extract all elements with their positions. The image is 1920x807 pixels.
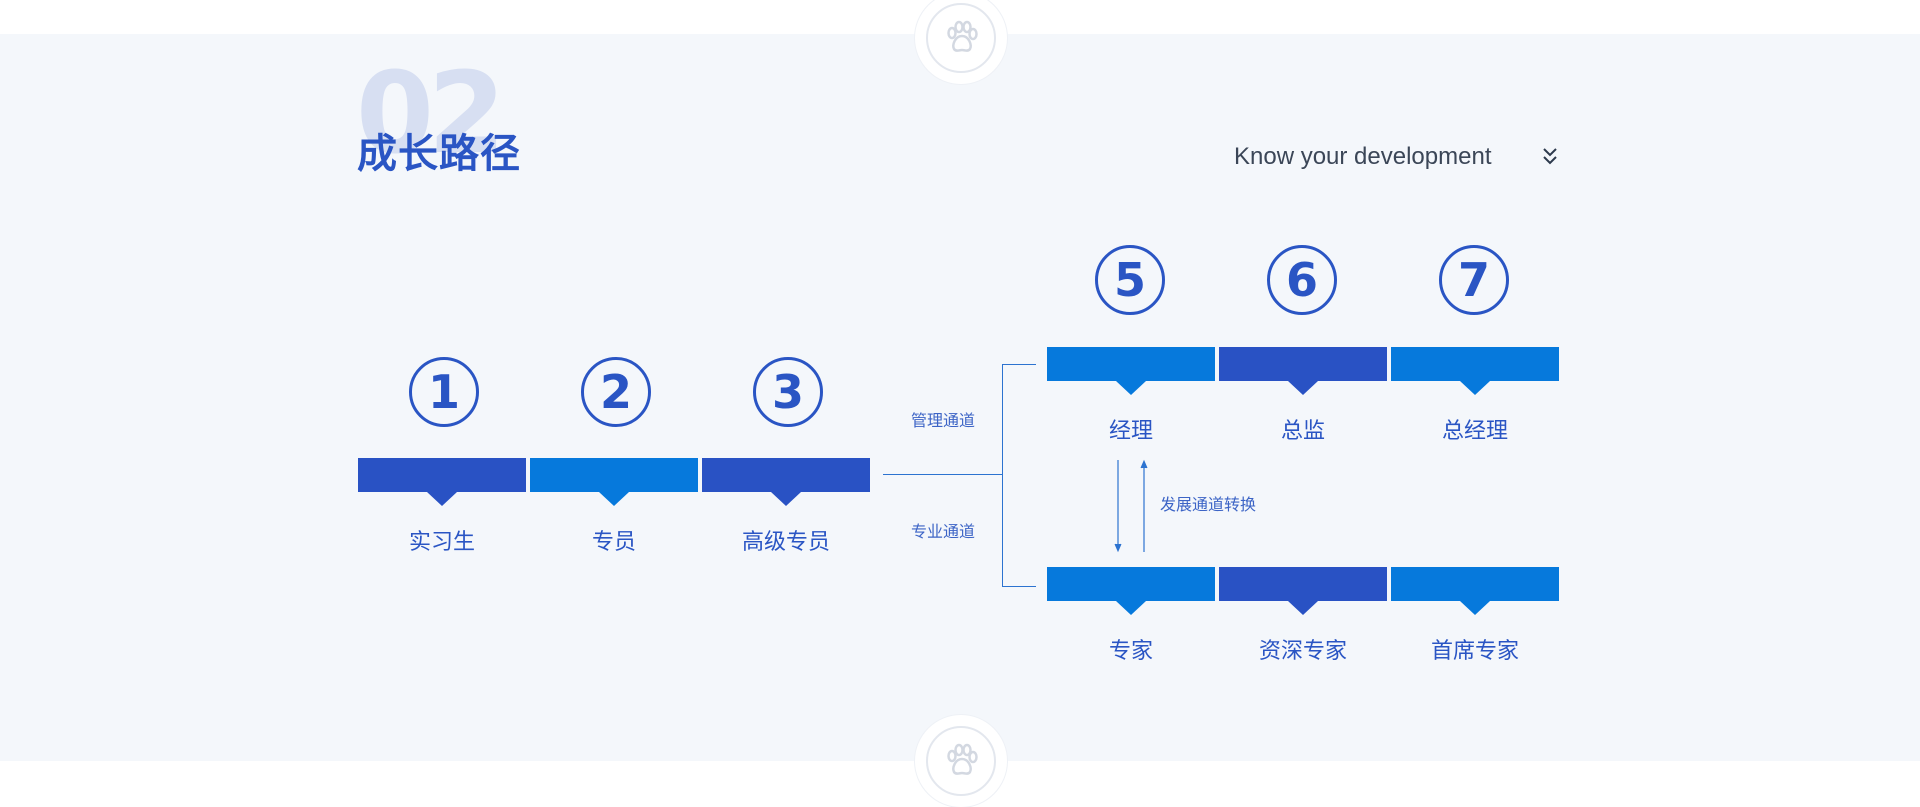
section-title: 成长路径: [357, 131, 521, 177]
step-2-label: 专员: [591, 530, 636, 555]
step-2-bar: [530, 458, 698, 506]
manager-label: 经理: [1108, 419, 1153, 444]
step-2-number: 2: [581, 357, 651, 427]
general-manager-bar: [1391, 347, 1559, 395]
step-3-number: 3: [753, 357, 823, 427]
connector-top: [1002, 364, 1036, 365]
connector-vertical: [1002, 364, 1003, 586]
general-manager-label: 总经理: [1441, 419, 1508, 444]
expert-label: 专家: [1108, 639, 1153, 664]
paw-badge-top: [915, 0, 1007, 84]
senior-expert-bar: [1219, 567, 1387, 615]
senior-expert-label: 资深专家: [1258, 639, 1347, 664]
professional-channel-label: 专业通道: [911, 522, 976, 541]
section-number: 02: [356, 49, 506, 179]
step-3-label: 高级专员: [741, 530, 830, 555]
step-1-number: 1: [409, 357, 479, 427]
step-1-label: 实习生: [408, 530, 475, 555]
paw-badge-bottom: [915, 715, 1007, 807]
step-3-bar: [702, 458, 870, 506]
step-6-number: 6: [1267, 245, 1337, 315]
switch-arrows-icon: [1114, 459, 1148, 553]
section-background: [0, 34, 1920, 761]
connector-bottom: [1002, 586, 1036, 587]
expert-bar: [1047, 567, 1215, 615]
connector-horizontal: [883, 474, 1003, 475]
section-subtitle: Know your development: [1234, 143, 1492, 170]
director-label: 总监: [1280, 419, 1325, 444]
double-chevron-down-icon[interactable]: [1540, 145, 1560, 169]
paw-icon: [947, 20, 978, 52]
management-channel-label: 管理通道: [911, 411, 976, 430]
director-bar: [1219, 347, 1387, 395]
step-5-number: 5: [1095, 245, 1165, 315]
step-1-bar: [358, 458, 526, 506]
chief-expert-label: 首席专家: [1430, 639, 1519, 664]
paw-icon: [947, 743, 978, 775]
chief-expert-bar: [1391, 567, 1559, 615]
step-7-number: 7: [1439, 245, 1509, 315]
manager-bar: [1047, 347, 1215, 395]
channel-switch-label: 发展通道转换: [1160, 495, 1257, 514]
